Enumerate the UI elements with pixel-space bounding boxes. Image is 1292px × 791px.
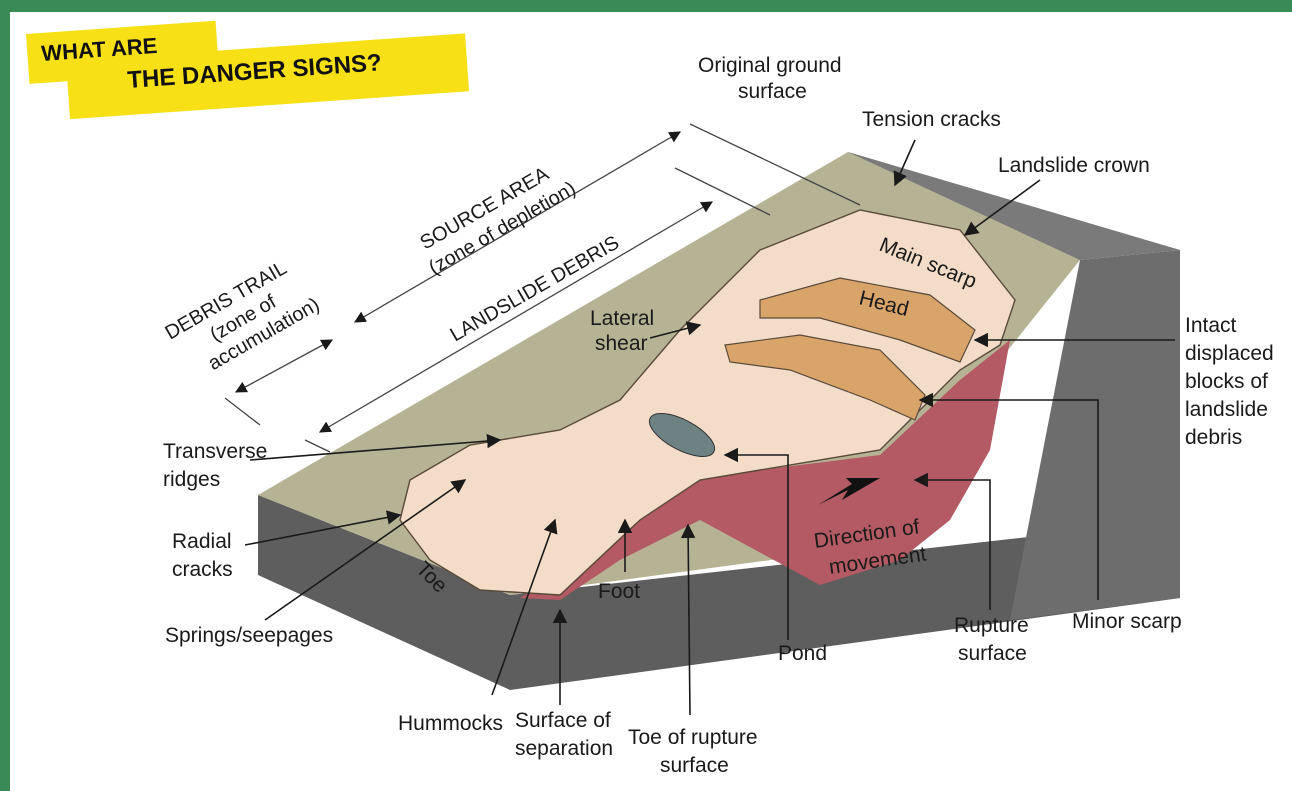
label-radial-2: cracks [172, 558, 233, 581]
label-intact-5: debris [1185, 426, 1242, 449]
label-separation-2: separation [515, 737, 613, 760]
label-separation-1: Surface of [515, 709, 611, 732]
label-lateral-1: Lateral [590, 307, 654, 330]
label-toe-rupture-2: surface [660, 754, 729, 777]
label-radial-1: Radial [172, 530, 232, 553]
label-springs: Springs/seepages [165, 624, 333, 647]
label-rupture-1: Rupture [954, 614, 1029, 637]
label-pond: Pond [778, 642, 827, 665]
ext-line-3 [225, 398, 260, 425]
label-transverse-2: ridges [163, 468, 220, 491]
label-toe-rupture-1: Toe of rupture [628, 726, 758, 749]
label-intact-4: landslide [1185, 398, 1268, 421]
ext-line-2 [675, 168, 770, 215]
ext-line-4 [305, 440, 330, 452]
label-original-ground-1: Original ground [698, 54, 842, 77]
label-lateral-2: shear [595, 332, 648, 355]
label-intact-2: displaced [1185, 342, 1274, 365]
label-intact-3: blocks of [1185, 370, 1268, 393]
label-tension-cracks: Tension cracks [862, 108, 1001, 131]
label-intact-1: Intact [1185, 314, 1237, 337]
label-rupture-2: surface [958, 642, 1027, 665]
label-hummocks: Hummocks [398, 712, 503, 735]
label-original-ground-2: surface [738, 80, 807, 103]
label-foot: Foot [598, 580, 640, 603]
label-minor-scarp: Minor scarp [1072, 610, 1182, 633]
label-transverse-1: Transverse [163, 440, 267, 463]
label-landslide-crown: Landslide crown [998, 154, 1150, 177]
